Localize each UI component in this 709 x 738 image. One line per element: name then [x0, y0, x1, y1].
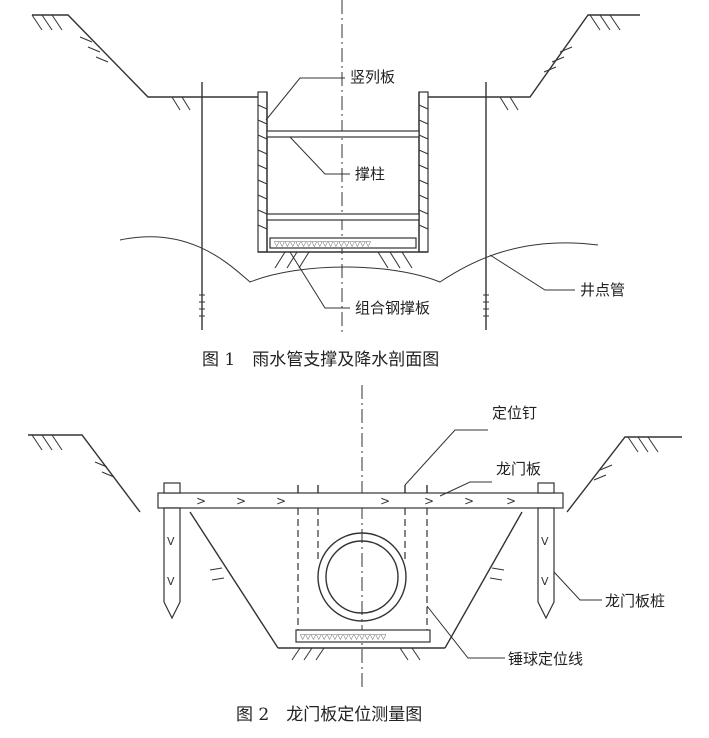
svg-text:V: V	[167, 575, 175, 588]
sheet-hatch	[257, 104, 429, 230]
ground-left-2	[28, 434, 141, 513]
label-batter-pile: 龙门板桩	[605, 592, 665, 610]
svg-text:>: >	[276, 494, 286, 508]
pile-top-right	[537, 482, 555, 494]
drawdown-curve-1	[119, 236, 599, 283]
label-vertical-sheet: 竖列板	[350, 68, 395, 86]
locating-nails	[297, 485, 428, 493]
leader-plumb-line	[426, 605, 505, 659]
label-steel-board: 组合钢撑板	[355, 299, 430, 317]
figure-2: > > > > > > > V V V V ▽▽▽▽▽▽▽▽▽▽▽▽▽▽▽▽	[28, 385, 682, 725]
strut-lower	[266, 213, 420, 221]
pipe-base	[295, 629, 431, 643]
ground-left-1	[32, 14, 205, 98]
svg-text:▽▽▽▽▽▽▽▽▽▽▽▽▽▽▽▽▽▽: ▽▽▽▽▽▽▽▽▽▽▽▽▽▽▽▽▽▽	[274, 240, 372, 248]
label-well-pipe: 井点管	[580, 281, 625, 299]
ground-hatch-1	[31, 14, 621, 111]
svg-text:>: >	[380, 494, 390, 508]
ground-hatch-2	[31, 434, 659, 581]
svg-text:>: >	[236, 494, 246, 508]
leader-locating-nail	[404, 429, 488, 486]
pipe-inner	[325, 540, 399, 614]
bottom-hatch-1	[274, 251, 413, 269]
bottom-steel-board	[269, 237, 417, 249]
svg-text:V: V	[541, 575, 549, 588]
leader-vertical-sheet	[265, 77, 345, 121]
figure-1: ▽▽▽▽▽▽▽▽▽▽▽▽▽▽▽▽▽▽ 竖列板 撑柱 组合钢撑板 井点管 图 1 …	[31, 0, 640, 370]
leader-steel-board	[289, 251, 350, 309]
svg-text:>: >	[464, 494, 474, 508]
svg-text:>: >	[196, 494, 206, 508]
ground-right-2	[566, 436, 682, 513]
caption-figure-1: 图 1 雨水管支撑及降水剖面图	[202, 350, 439, 370]
label-locating-nail: 定位钉	[492, 404, 537, 422]
batter-board-marks: > > > > > > >	[196, 494, 516, 508]
batter-board	[157, 492, 564, 509]
pile-marks: V V V V	[167, 535, 549, 588]
pile-left	[163, 507, 181, 620]
caption-figure-2: 图 2 龙门板定位测量图	[236, 705, 422, 725]
bottom-hatch-2	[291, 647, 421, 661]
ground-right-1	[488, 14, 640, 98]
leader-well-pipe	[489, 254, 575, 291]
pile-right	[537, 507, 555, 620]
strut-upper	[266, 130, 420, 138]
bottom-board-marks: ▽▽▽▽▽▽▽▽▽▽▽▽▽▽▽▽▽▽	[274, 240, 372, 248]
leader-batter-board	[439, 481, 492, 497]
svg-text:V: V	[541, 535, 549, 548]
pile-top-left	[163, 482, 181, 494]
pipe-outer	[317, 532, 407, 622]
svg-text:▽▽▽▽▽▽▽▽▽▽▽▽▽▽▽▽: ▽▽▽▽▽▽▽▽▽▽▽▽▽▽▽▽	[300, 633, 387, 641]
svg-text:V: V	[167, 535, 175, 548]
well-pipe-ticks	[199, 294, 489, 317]
leader-batter-pile	[553, 571, 602, 601]
label-batter-board: 龙门板	[496, 460, 541, 478]
svg-text:>: >	[424, 494, 434, 508]
label-strut: 撑柱	[355, 165, 385, 183]
pipe-base-marks: ▽▽▽▽▽▽▽▽▽▽▽▽▽▽▽▽	[300, 633, 387, 641]
trench-side-right-2	[444, 511, 523, 649]
svg-text:>: >	[506, 494, 516, 508]
trench-side-left-2	[189, 511, 279, 649]
label-plumb-line: 锤球定位线	[508, 650, 583, 668]
leader-strut	[289, 136, 350, 175]
